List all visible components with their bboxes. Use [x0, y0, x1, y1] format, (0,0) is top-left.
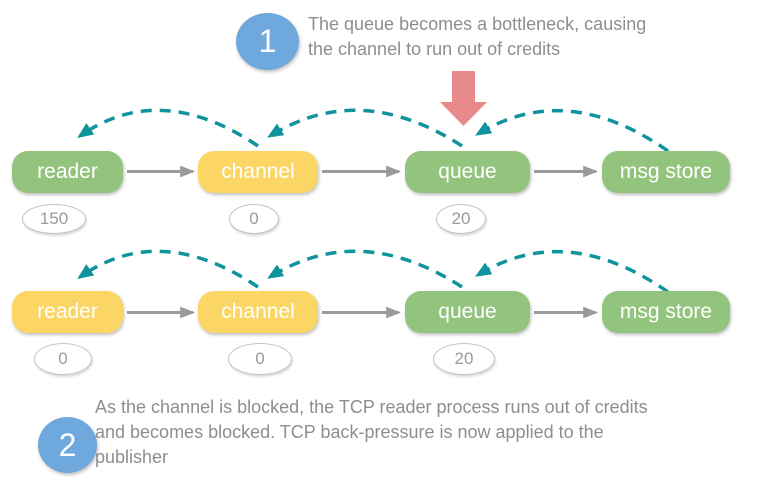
step-2-circle: 2 [38, 417, 97, 473]
step-1-circle: 1 [236, 13, 299, 70]
credit-arc-queue-to-channel-row2 [267, 249, 463, 289]
node-msgstore-row1: msg store [602, 151, 730, 193]
step-2-number: 2 [58, 426, 77, 463]
note-line: and becomes blocked. TCP back-pressure i… [95, 422, 604, 442]
credit-arc-channel-to-reader [77, 108, 259, 148]
credit-arc-msgstore-to-queue-row2 [475, 250, 669, 294]
node-channel-row1: channel [198, 151, 318, 193]
note-line: The queue becomes a bottleneck, causing [308, 14, 647, 34]
credit-badge-reader-row1: 150 [22, 204, 86, 234]
step-2-note: As the channel is blocked, the TCP reade… [95, 395, 765, 470]
credit-badge-reader-row2: 0 [34, 343, 92, 375]
node-msgstore-row2: msg store [602, 291, 730, 333]
credit-arc-queue-to-channel [267, 108, 463, 148]
note-line: As the channel is blocked, the TCP reade… [95, 397, 648, 417]
note-line: publisher [95, 447, 169, 467]
node-reader-row2: reader [12, 291, 123, 333]
node-reader-row1: reader [12, 151, 123, 193]
node-queue-row2: queue [405, 291, 530, 333]
node-queue-row1: queue [405, 151, 530, 193]
step-1-note: The queue becomes a bottleneck, causing … [308, 12, 758, 62]
credit-badge-channel-row1: 0 [229, 204, 279, 234]
credit-arc-channel-to-reader-row2 [77, 249, 259, 289]
note-line: the channel to run out of credits [308, 39, 561, 59]
credit-badge-channel-row2: 0 [228, 343, 292, 375]
credit-badge-queue-row2: 20 [433, 343, 495, 375]
node-channel-row2: channel [198, 291, 318, 333]
credit-arc-msgstore-to-queue [475, 109, 669, 153]
credit-badge-queue-row1: 20 [436, 204, 486, 234]
step-1-number: 1 [258, 23, 277, 59]
bottleneck-arrow-icon [440, 71, 487, 126]
